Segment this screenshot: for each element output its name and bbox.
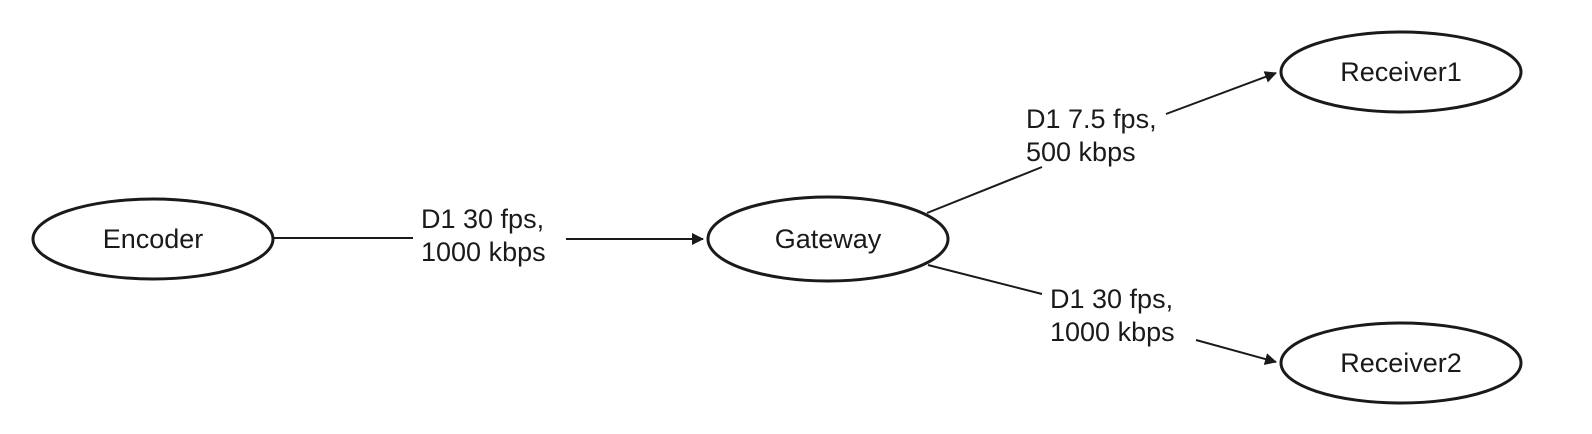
- node-encoder-ellipse: [31, 197, 275, 281]
- edge-gateway-receiver2-line-a: [927, 264, 1043, 295]
- node-receiver2-label: Receiver2: [1340, 348, 1462, 378]
- node-receiver2-ellipse: [1279, 321, 1523, 405]
- node-encoder: Encoder: [31, 197, 275, 281]
- edge-encoder-gateway-label-line2: 1000 kbps: [421, 237, 546, 267]
- node-gateway-ellipse: [706, 195, 950, 283]
- node-receiver1-label: Receiver1: [1340, 57, 1462, 87]
- node-encoder-label: Encoder: [103, 224, 204, 254]
- node-gateway: Gateway: [706, 195, 950, 283]
- edge-encoder-gateway-label-line1: D1 30 fps,: [421, 204, 544, 234]
- edge-encoder-gateway: D1 30 fps, 1000 kbps: [274, 204, 704, 267]
- edge-gateway-receiver1-line-b: [1165, 71, 1277, 115]
- edge-gateway-receiver1-label-line2: 500 kbps: [1026, 137, 1136, 167]
- edge-gateway-receiver2-label-line1: D1 30 fps,: [1050, 284, 1173, 314]
- edge-gateway-receiver2-line-b: [1195, 339, 1277, 365]
- node-receiver1-ellipse: [1279, 30, 1523, 114]
- edge-gateway-receiver1-label-line1: D1 7.5 fps,: [1026, 104, 1157, 134]
- edge-gateway-receiver1-line-a: [926, 166, 1043, 214]
- node-receiver2: Receiver2: [1279, 321, 1523, 405]
- edge-gateway-receiver1: D1 7.5 fps, 500 kbps: [926, 71, 1277, 214]
- edge-gateway-receiver2: D1 30 fps, 1000 kbps: [927, 264, 1277, 365]
- node-receiver1: Receiver1: [1279, 30, 1523, 114]
- edge-gateway-receiver2-label-line2: 1000 kbps: [1050, 317, 1175, 347]
- node-gateway-label: Gateway: [775, 224, 882, 254]
